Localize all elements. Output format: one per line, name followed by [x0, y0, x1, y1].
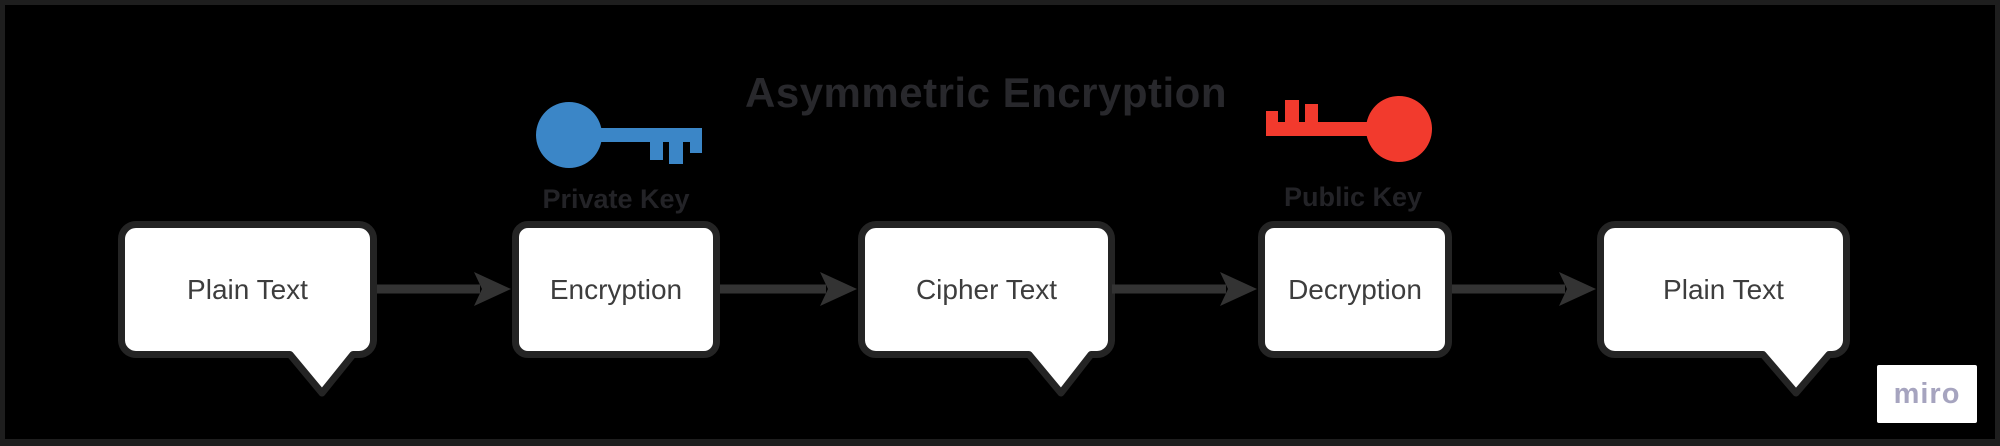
node-label: Plain Text	[1663, 273, 1784, 305]
node-label: Encryption	[549, 273, 683, 305]
flow-arrow-4	[1452, 272, 1596, 306]
flow-arrow-2	[720, 272, 857, 306]
node-cipher-text: Cipher Text	[858, 221, 1115, 401]
speech-bubble-shape	[858, 221, 1115, 397]
private-key-shape	[536, 102, 702, 168]
public-key-label: Public Key	[1283, 182, 1423, 212]
speech-bubble-shape	[118, 221, 377, 397]
flow-arrow-1	[377, 272, 511, 306]
node-label: Plain Text	[187, 273, 308, 305]
speech-bubble-shape	[1597, 221, 1850, 397]
node-label: Cipher Text	[915, 273, 1058, 305]
private-key-icon	[536, 102, 702, 168]
miro-watermark[interactable]: miro	[1877, 365, 1977, 423]
node-plain-text-output: Plain Text	[1597, 221, 1850, 401]
miro-watermark-label: miro	[1893, 377, 1961, 410]
node-encryption: Encryption	[512, 221, 720, 358]
node-plain-text-input: Plain Text	[118, 221, 377, 401]
flow-arrow-3	[1112, 272, 1257, 306]
public-key-icon	[1266, 96, 1432, 162]
public-key-shape	[1266, 96, 1432, 162]
diagram-title: Asymmetric Encryption	[745, 69, 1227, 116]
node-decryption: Decryption	[1258, 221, 1452, 358]
private-key-label: Private Key	[542, 184, 690, 214]
node-label: Decryption	[1288, 273, 1422, 305]
